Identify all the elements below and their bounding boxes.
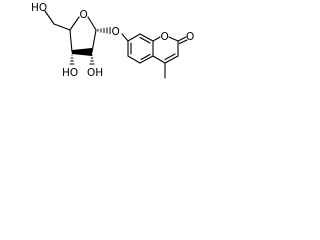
pyranone-double (164, 53, 176, 61)
ho-3-label: HO (62, 67, 78, 79)
oh-2-label: OH (87, 67, 103, 79)
glycosidic-linkage (121, 33, 129, 42)
benzene-ring (127, 33, 154, 64)
carbonyl-group (177, 36, 188, 45)
ho-primary-label: HO (31, 2, 47, 14)
furanose-ring (69, 16, 97, 53)
bond-C4-C5 (53, 23, 71, 31)
bond-ringO-C4 (69, 16, 80, 31)
lactone-oxygen-label: O (161, 31, 169, 43)
benzene-double-3 (140, 53, 151, 61)
hashed-bond-C1-O (97, 27, 111, 34)
ring-oxygen-label: O (80, 9, 88, 21)
pyranone-ring (152, 36, 179, 64)
hashed-bond-C2-OH (89, 54, 95, 65)
wedge-bond-C3-C2 (72, 48, 92, 56)
hydroxymethyl-group (44, 10, 71, 31)
bond-C2-C1 (91, 29, 97, 53)
hashed-bond-C3-OH (69, 54, 75, 65)
bond-ringO-C1 (87, 16, 97, 31)
bond-C5-OH (44, 10, 55, 25)
bond-O-C7 (121, 33, 129, 42)
bond-C4-C3 (69, 29, 73, 53)
chemical-structure-diagram: HO O HO OH O O O (31, 2, 194, 79)
carbonyl-oxygen-label: O (186, 31, 194, 43)
benzene-double-2 (139, 36, 151, 44)
glycosidic-oxygen-label: O (112, 26, 120, 38)
